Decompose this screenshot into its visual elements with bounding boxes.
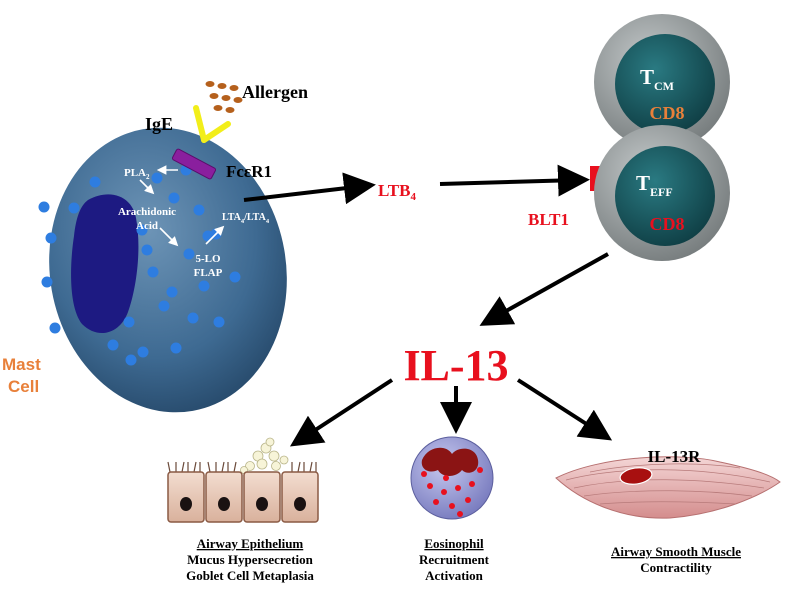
teff-cell — [594, 125, 730, 261]
arachidonic-label-2: Acid — [136, 220, 158, 232]
ige-antibody — [193, 105, 231, 143]
tcm-cd8-label: CD8 — [650, 103, 685, 123]
lo-label-2: FLAP — [194, 267, 223, 279]
mast-granules — [38, 164, 241, 366]
mast-cell-nucleus — [71, 194, 139, 334]
smooth-muscle-title: Airway Smooth Muscle — [611, 544, 741, 559]
fceri-label: FcεR1 — [226, 162, 272, 181]
mast-cell-label-2: Cell — [8, 377, 39, 396]
arrow-teff-to-il13 — [479, 252, 609, 326]
teff-cd8-label: CD8 — [650, 214, 685, 234]
arrow-il13-to-epithelium — [289, 378, 394, 447]
allergen-particles — [205, 81, 243, 113]
lta-label: LTA4/LTA4 — [222, 212, 270, 225]
tcm-cell — [594, 14, 730, 150]
teff-label: TEFF — [636, 171, 673, 199]
smooth-muscle-effect-1: Contractility — [640, 560, 712, 575]
mast-internal-pathway — [139, 165, 225, 247]
eosinophil-illustration — [410, 436, 494, 520]
pla-label: PLA2 — [124, 167, 150, 181]
ige-label: IgE — [145, 114, 173, 134]
eosinophil-effect-1: Recruitment — [419, 552, 490, 567]
il13-label: IL-13 — [403, 341, 508, 390]
epithelium-title: Airway Epithelium — [197, 536, 304, 551]
smooth-muscle-illustration — [555, 456, 781, 519]
eosinophil-title: Eosinophil — [424, 536, 484, 551]
mast-cell-body — [49, 127, 287, 413]
eosinophil-effect-2: Activation — [425, 568, 484, 583]
epithelium-effect-2: Goblet Cell Metaplasia — [186, 568, 314, 583]
arrow-il13-to-smooth-muscle — [516, 378, 613, 441]
fceri-receptor — [171, 148, 217, 180]
arrow-ltb4-to-blt1 — [439, 164, 590, 197]
tcm-label: TCM — [640, 65, 674, 93]
arrow-mast-to-ltb4 — [243, 172, 376, 205]
mast-cell-label-1: Mast — [2, 355, 41, 374]
airway-epithelium-illustration — [167, 437, 319, 523]
blt1-label: BLT1 — [528, 210, 569, 229]
mast-cell: PLA2 Arachidonic Acid 5-LO FLAP LTA4/LTA… — [38, 127, 287, 413]
allergen-label: Allergen — [242, 82, 308, 102]
ltb4-label: LTB4 — [378, 181, 416, 203]
lo-label-1: 5-LO — [195, 253, 221, 265]
epithelium-effect-1: Mucus Hypersecretion — [187, 552, 314, 567]
arachidonic-label-1: Arachidonic — [118, 206, 176, 218]
blt1-receptor — [590, 166, 601, 191]
il13r-label: IL-13R — [648, 447, 702, 466]
